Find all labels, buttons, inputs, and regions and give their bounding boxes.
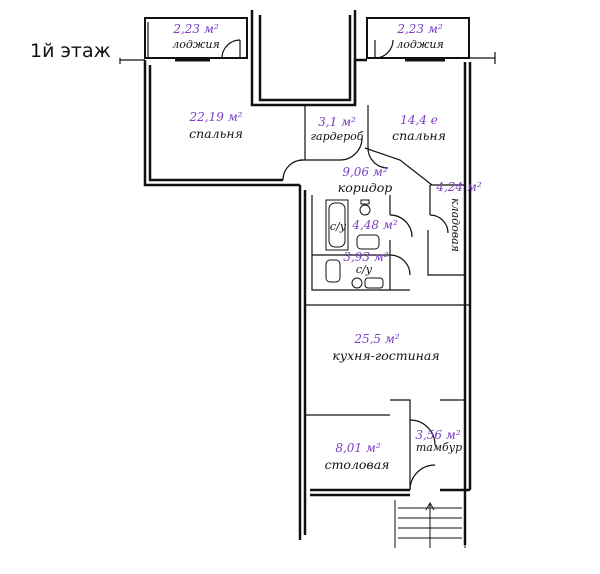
- bedroom-left-area: 22,19 м²: [189, 110, 243, 124]
- dining-area: 8,01 м²: [335, 441, 381, 455]
- pantry-name: кладовая: [449, 198, 462, 252]
- door-swings: [282, 137, 449, 491]
- bathroom2-name: с/у: [355, 263, 373, 276]
- loggia-right-area: 2,23 м²: [397, 22, 443, 36]
- pantry-area: 4,24 м²: [436, 180, 482, 194]
- sanitary-fixtures: [325, 199, 384, 289]
- bathroom1-name: с/у: [329, 220, 347, 233]
- bathroom2-area: 3,93 м²: [343, 250, 389, 264]
- floor-label: 1й этаж: [30, 40, 111, 62]
- loggia-left-name: лоджия: [172, 38, 220, 51]
- bedroom-right-area: 14,4 е: [400, 113, 438, 127]
- loggia-left-area: 2,23 м²: [173, 22, 219, 36]
- corridor-name: коридор: [337, 180, 393, 195]
- outer-walls: [143, 10, 472, 545]
- dining-name: столовая: [324, 457, 390, 472]
- bedroom-left-name: спальня: [189, 126, 243, 141]
- vestibule-area: 3,56 м²: [415, 428, 461, 442]
- loggia-right-walls: [366, 17, 496, 64]
- kitchen-name: кухня-гостиная: [332, 348, 440, 363]
- wardrobe-area: 3,1 м²: [318, 115, 356, 129]
- stairs: [394, 500, 466, 548]
- kitchen-area: 25,5 м²: [354, 332, 400, 346]
- bedroom-right-name: спальня: [392, 128, 446, 143]
- inner-walls: [300, 105, 470, 490]
- vestibule-name: тамбур: [415, 441, 463, 454]
- corridor-area: 9,06 м²: [342, 165, 388, 179]
- bathroom1-area: 4,48 м²: [352, 218, 398, 232]
- wardrobe-name: гардероб: [310, 130, 364, 143]
- loggia-right-name: лоджия: [396, 38, 444, 51]
- loggia-left-walls: [119, 17, 248, 64]
